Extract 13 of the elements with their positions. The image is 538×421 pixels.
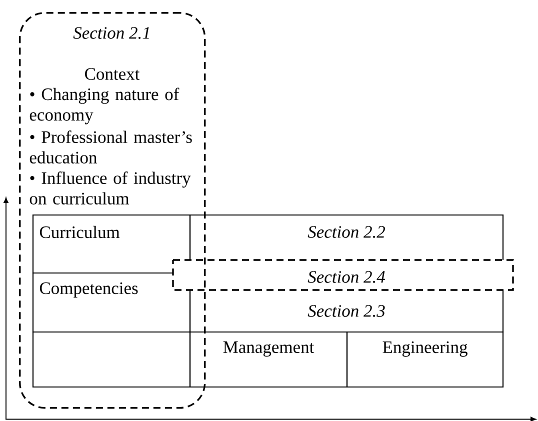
dashed-box: Section 2.4 xyxy=(172,259,514,291)
section-label: Section 2.1 xyxy=(73,27,149,39)
table-cell: Curriculum xyxy=(32,214,191,274)
table-cell: Management xyxy=(189,331,348,388)
table-cell: Competencies xyxy=(32,272,191,333)
bullet-item: • Professional master’s education xyxy=(30,130,192,164)
table-cell xyxy=(32,331,191,388)
table-cell: Section 2.2 xyxy=(189,214,504,260)
bullet-item: • Influence of industry on curriculum xyxy=(30,172,191,204)
table-cell: Section 2.3 xyxy=(189,290,504,333)
bullet-item: • Changing nature of economy xyxy=(30,88,180,124)
table-cell: Engineering xyxy=(346,331,504,388)
context-heading: Context xyxy=(85,68,140,80)
